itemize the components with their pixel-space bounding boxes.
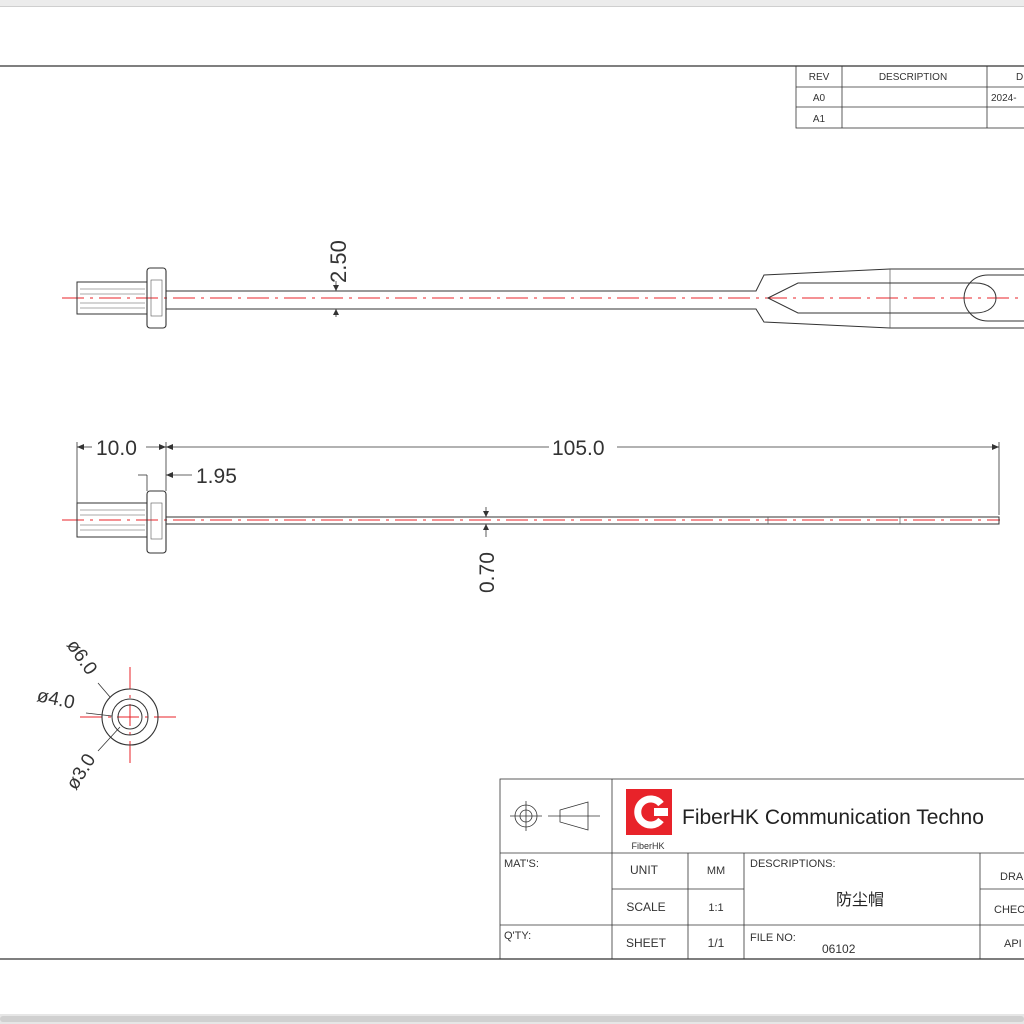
dim-dia-outer: ø6.0 [62, 636, 101, 679]
company-logo: FiberHK [626, 789, 672, 851]
top-strap [166, 268, 1024, 329]
dim-thickness-top: 2.50 [326, 240, 351, 283]
unit-value: MM [707, 865, 725, 877]
scale-label: SCALE [626, 900, 665, 914]
description-header: DESCRIPTION [879, 72, 947, 83]
end-inner-circle [117, 704, 143, 730]
horizontal-scrollbar[interactable] [0, 1014, 1024, 1024]
sheet-value: 1/1 [708, 936, 725, 950]
logo-text: FiberHK [631, 841, 664, 851]
date-row-a0: 2024- [991, 93, 1017, 104]
top-cap-flange [146, 267, 167, 329]
title-block [499, 778, 1024, 960]
mats-label: MAT'S: [504, 858, 539, 870]
rev-header: REV [809, 72, 830, 83]
file-no-value: 06102 [822, 942, 856, 956]
top-cap-flange-inner [150, 279, 163, 317]
projection-symbol [510, 801, 600, 831]
approved-label: API [1004, 938, 1022, 950]
end-view: ø6.0 ø4.0 ø3.0 [35, 636, 182, 794]
end-outer-circle [101, 688, 159, 746]
revision-table [795, 65, 1024, 129]
side-cap-flange-inner [150, 502, 163, 540]
dim-flange: 1.95 [196, 465, 237, 488]
unit-label: UNIT [630, 863, 659, 877]
rev-row-a1: A1 [813, 114, 826, 125]
scale-value: 1:1 [708, 902, 723, 914]
drawing-sheet: REV DESCRIPTION D A0 2024- A1 [0, 6, 1024, 1016]
checked-label: CHEC [994, 904, 1024, 916]
file-no-label: FILE NO: [750, 932, 796, 944]
dim-thickness-bottom: 0.70 [476, 552, 499, 593]
date-header: D [1016, 72, 1023, 83]
sheet-label: SHEET [626, 936, 667, 950]
technical-drawing: REV DESCRIPTION D A0 2024- A1 [0, 65, 1024, 960]
qty-label: Q'TY: [504, 930, 531, 942]
side-cap-ribs [80, 509, 145, 531]
top-loop-slot [963, 274, 1024, 322]
dim-dia-inner: ø3.0 [62, 750, 100, 793]
side-cap-flange [146, 490, 167, 554]
company-name: FiberHK Communication Techno [682, 806, 984, 829]
top-view: 2.50 [62, 240, 1024, 329]
dim-length-head: 10.0 [96, 437, 137, 460]
description-value: 防尘帽 [836, 891, 884, 909]
top-cap-ribs [80, 288, 145, 309]
drawn-label: DRA [1000, 871, 1024, 883]
scrollbar-thumb[interactable] [0, 1016, 1024, 1022]
dim-length-total: 105.0 [552, 437, 605, 460]
side-strap [165, 516, 1000, 525]
descriptions-label: DESCRIPTIONS: [750, 858, 836, 870]
side-view: 10.0 105.0 1.95 0.70 [62, 437, 1000, 593]
dim-dia-mid: ø4.0 [35, 685, 77, 713]
rev-row-a0: A0 [813, 93, 826, 104]
top-loop-inner [766, 282, 997, 314]
end-mid-circle [111, 698, 149, 736]
